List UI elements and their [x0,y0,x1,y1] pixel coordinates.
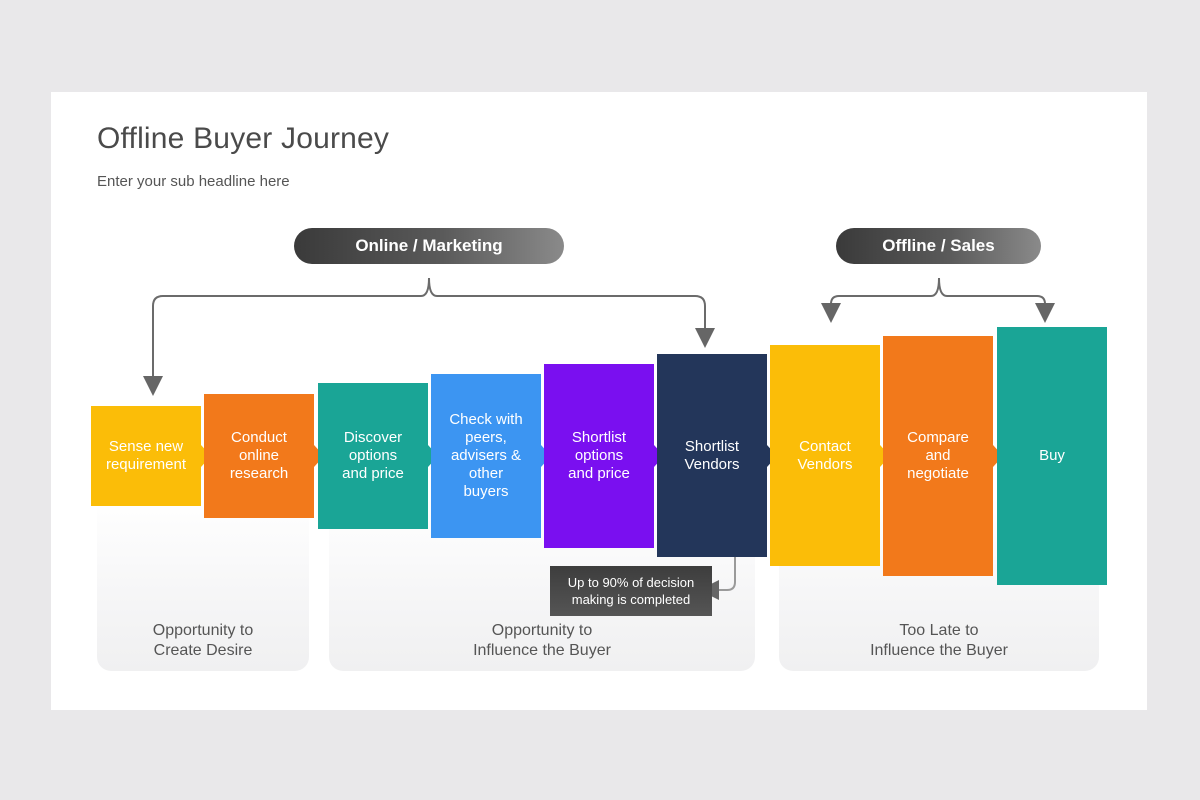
slide: Offline Buyer Journey Enter your sub hea… [51,92,1147,710]
phase-online-marketing: Online / Marketing [294,228,564,264]
step-check-with-peers: Check with peers, advisers & other buyer… [431,374,541,538]
step-conduct-online-research: Conduct online research [204,394,314,518]
connector-lines [143,277,1055,600]
step-shortlist-vendors: Shortlist Vendors [657,354,767,557]
callout-connector [699,552,736,600]
step-shortlist-options: Shortlist options and price [544,364,654,548]
step-contact-vendors: Contact Vendors [770,345,880,566]
phase-offline-sales: Offline / Sales [836,228,1041,264]
step-discover-options: Discover options and price [318,383,428,529]
zone-create-desire: Opportunity to Create Desire [97,497,309,671]
step-buy: Buy [997,327,1107,585]
offline-bracket [830,277,1046,312]
zone-label: Opportunity to Influence the Buyer [473,622,611,659]
decision-callout: Up to 90% of decision making is complete… [550,566,712,616]
page-subtitle: Enter your sub headline here [97,173,290,190]
page-title: Offline Buyer Journey [97,122,390,155]
zone-label: Opportunity to Create Desire [152,622,254,659]
online-bracket [152,277,715,388]
step-sense-new-requirement: Sense new requirement [91,406,201,506]
zone-label: Too Late to Influence the Buyer [870,622,1008,659]
step-compare-negotiate: Compare and negotiate [883,336,993,576]
